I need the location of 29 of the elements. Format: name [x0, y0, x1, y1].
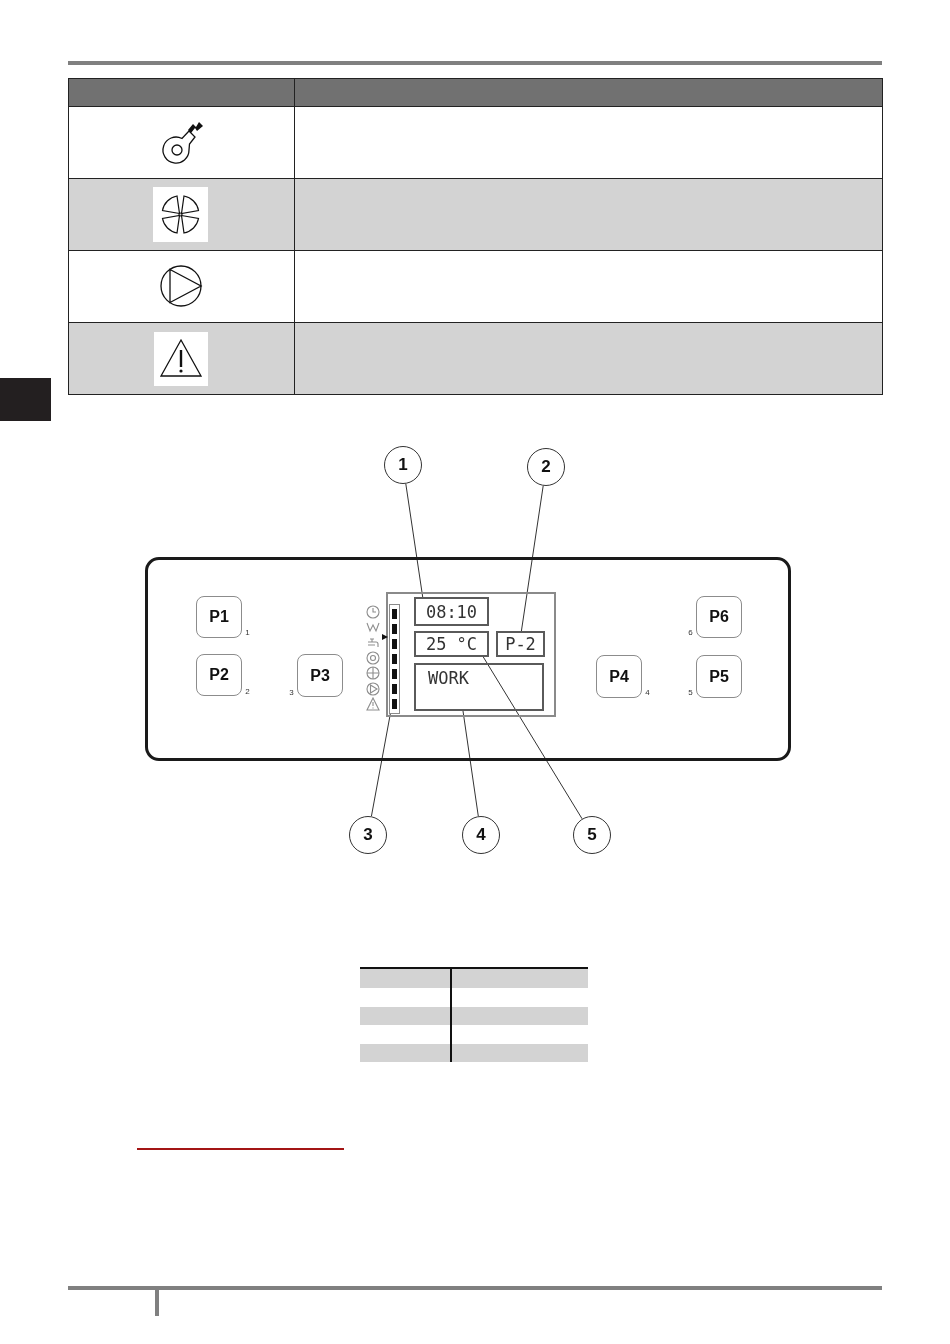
push-button: P2: [196, 654, 242, 696]
display-screen: [386, 592, 556, 717]
push-button: P6: [696, 596, 742, 638]
key-number: 1: [244, 627, 251, 638]
key-number: 6: [687, 627, 694, 638]
push-button: P4: [596, 655, 642, 698]
key-number: 4: [644, 687, 651, 698]
leader-line: [462, 710, 479, 817]
lcd-readout: 08:10: [414, 597, 489, 626]
lcd-readout: 25 °C: [414, 631, 489, 657]
key-number: 5: [687, 687, 694, 698]
lcd-readout: P-2: [496, 631, 545, 657]
callout-number: 2: [527, 448, 565, 486]
leader-line: [482, 656, 583, 820]
key-number: 3: [288, 687, 295, 698]
leader-line: [405, 483, 424, 598]
callout-number: 4: [462, 816, 500, 854]
push-button: P1: [196, 596, 242, 638]
callout-number: 3: [349, 816, 387, 854]
leader-line: [520, 485, 544, 632]
callout-number: 1: [384, 446, 422, 484]
push-button: P5: [696, 655, 742, 698]
leader-line: [370, 713, 391, 817]
indicator-bar: [389, 604, 400, 714]
callout-number: 5: [573, 816, 611, 854]
key-number: 2: [244, 686, 251, 697]
lcd-readout: WORK: [414, 663, 544, 711]
push-button: P3: [297, 654, 343, 697]
control-panel: [145, 557, 791, 761]
